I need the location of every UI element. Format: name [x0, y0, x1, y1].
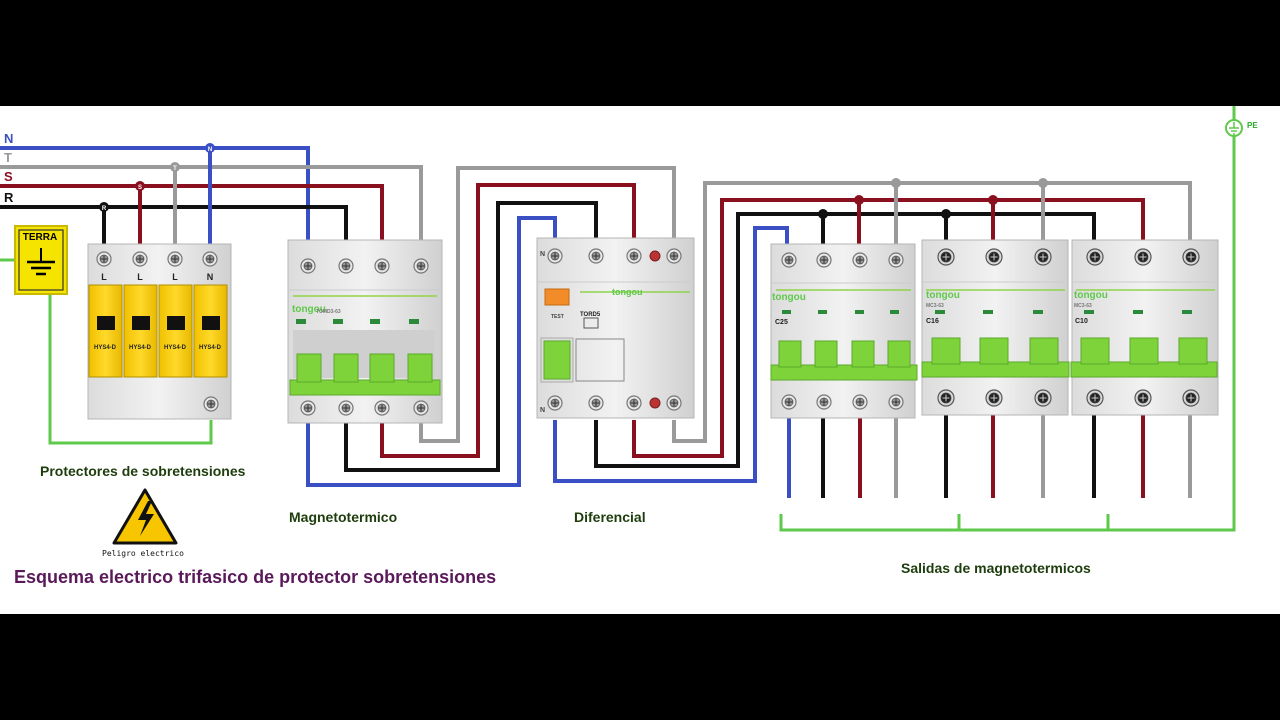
phase-label-t: T [4, 150, 12, 165]
phase-label-n: N [4, 131, 13, 146]
svg-text:T: T [173, 166, 177, 172]
surge-protector-label: Protectores de sobretensiones [40, 463, 246, 479]
bus-r [0, 205, 348, 245]
main-breaker-label: Magnetotermico [289, 509, 398, 525]
bus-n [0, 146, 310, 245]
surge-protector-device [87, 243, 232, 420]
svg-text:N: N [208, 147, 212, 153]
spd-module-2 [123, 284, 158, 378]
outputs-label: Salidas de magnetotermicos [901, 560, 1091, 576]
wires [0, 106, 1236, 532]
rcd-brand: tongou [612, 287, 643, 297]
spd-model-2: HYS4-D [129, 345, 152, 351]
out3-brand: tongou [1074, 290, 1108, 301]
rcd-test-label: TEST [551, 314, 564, 320]
mcb-model: TOMD3-63 [316, 309, 341, 315]
warning-label: Peligro electrico [102, 549, 184, 558]
spd-module-3 [158, 284, 193, 378]
residual-current-device [536, 237, 695, 419]
pe-ground-symbol [1225, 119, 1243, 137]
svg-text:R: R [102, 206, 107, 212]
spd-model-1: HYS4-D [94, 345, 117, 351]
svg-text:S: S [138, 185, 142, 191]
out2-rating: C16 [926, 318, 939, 325]
junction-dots: R S T N [99, 143, 1048, 219]
out3-rating: C10 [1075, 318, 1088, 325]
rcd-out-r [594, 212, 1096, 468]
terra-ground-icon [14, 225, 68, 295]
mcb-rcd-s [380, 183, 636, 458]
phase-label-s: S [4, 169, 13, 184]
output-breaker-c25 [770, 243, 918, 419]
spd-terminal-4: N [207, 272, 214, 282]
mcb-brand: tongou [292, 304, 326, 315]
spd-model-4: HYS4-D [199, 345, 222, 351]
spd-module-4 [193, 284, 228, 378]
spd-terminal-2: L [137, 272, 143, 282]
out1-rating: C25 [775, 319, 788, 326]
pe-label: PE [1247, 121, 1258, 130]
main-breaker-device [287, 239, 443, 424]
out2-model: MC3-63 [926, 303, 944, 309]
bus-t [0, 165, 423, 245]
out3-model: MC3-63 [1074, 303, 1092, 309]
pe-spd [48, 290, 213, 445]
phase-label-r: R [4, 190, 14, 205]
spd-terminal-1: L [101, 272, 107, 282]
rcd-label: Diferencial [574, 509, 646, 525]
output-breaker-c16 [921, 239, 1070, 416]
pe-main [779, 106, 1236, 532]
rcd-out-t [672, 181, 1192, 443]
rcd-model: TORD5 [580, 312, 601, 318]
diagram-title: Esquema electrico trifasico de protector… [14, 567, 497, 587]
spd-module-1 [88, 284, 123, 378]
terra-label: TERRA [22, 232, 58, 243]
rcd-out-n [553, 226, 789, 483]
output-breaker-c10 [1070, 239, 1219, 416]
bus-s [0, 184, 384, 245]
out1-brand: tongou [772, 292, 806, 303]
mcb-rcd-t [419, 166, 676, 443]
spd-model-3: HYS4-D [164, 345, 187, 351]
mcb-rcd-r [344, 201, 598, 472]
rcd-out-s [632, 198, 1145, 458]
spd-terminal-3: L [172, 272, 178, 282]
mcb-rcd-n [306, 216, 557, 487]
rcd-terminal-bottom: N [540, 407, 545, 414]
electric-warning-icon [112, 488, 178, 545]
rcd-terminal-top: N [540, 251, 545, 258]
out2-brand: tongou [926, 290, 960, 301]
